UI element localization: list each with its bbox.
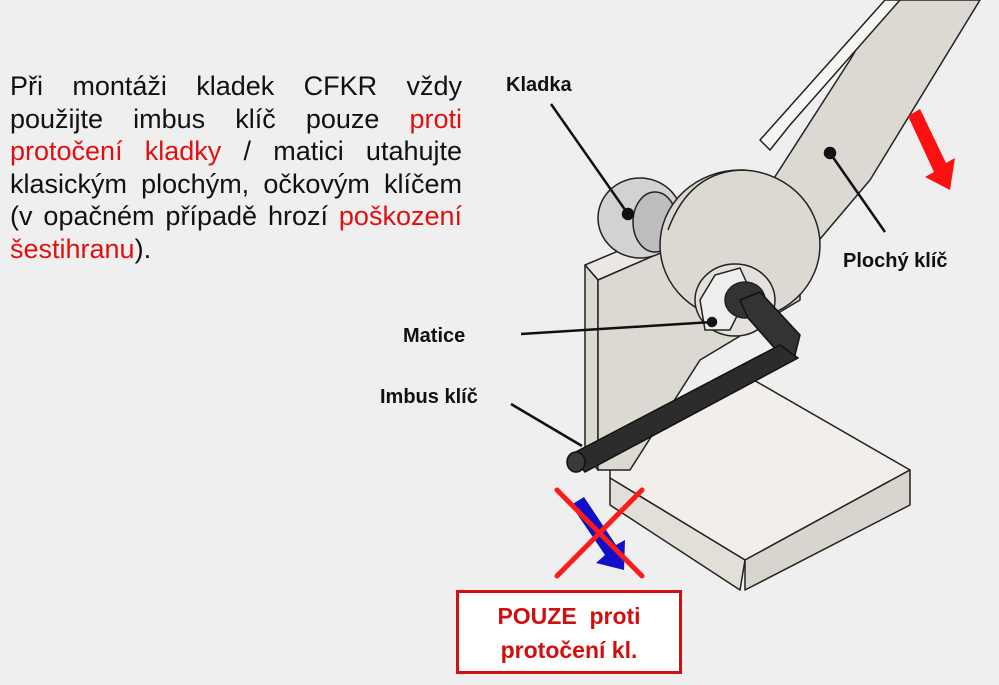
forbidden-cross-icon bbox=[554, 487, 645, 579]
instruction-text: Při montáži kladek CFKR vždy použijte im… bbox=[10, 70, 462, 265]
instruction-part-3: ). bbox=[134, 233, 152, 264]
label-nut: Matice bbox=[403, 325, 466, 347]
label-hex-key: Imbus klíč bbox=[380, 386, 478, 408]
label-pulley: Kladka bbox=[506, 74, 572, 96]
instruction-highlight-1: proti protočení kladky bbox=[10, 103, 462, 167]
bracket-base bbox=[609, 374, 911, 591]
hex-key bbox=[566, 291, 801, 473]
label-flat-wrench: Plochý klíč bbox=[843, 250, 948, 272]
wrench-direction-arrow-icon bbox=[908, 109, 955, 190]
warning-note-line-2: protočení kl. bbox=[500, 637, 638, 663]
warning-note-box: POUZE proti protočení kl. bbox=[456, 590, 682, 674]
instruction-part-2: / matici utahujte klasickým plochým, očk… bbox=[10, 136, 463, 231]
instruction-highlight-2: poškození šestihranu bbox=[10, 201, 462, 264]
leader-lines bbox=[510, 103, 887, 448]
warning-note-line-1: POUZE proti bbox=[497, 603, 641, 629]
instruction-part-1: Při montáži kladek CFKR vždy použijte im… bbox=[10, 71, 462, 134]
